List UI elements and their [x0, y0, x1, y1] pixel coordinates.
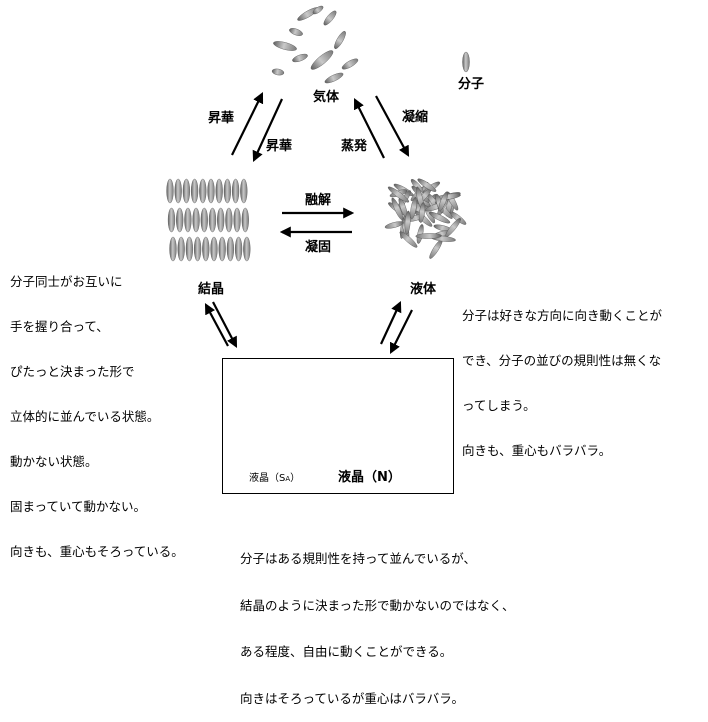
crystal-molecule [200, 207, 208, 233]
crystal-molecule [177, 236, 185, 262]
crystal-molecule [235, 236, 243, 262]
crystal-molecule [167, 207, 176, 233]
crystal-molecule [207, 178, 215, 204]
label-gas: 気体 [313, 90, 340, 105]
liquid-molecule [404, 210, 411, 235]
label-lc-nematic: 液晶（N） [338, 470, 401, 485]
crystal-molecules-cluster [166, 178, 251, 262]
label-melting: 融解 [305, 193, 332, 208]
crystal-molecule [194, 236, 202, 262]
crystal-molecule [184, 207, 192, 233]
arrow-lc-to-liquid [380, 301, 402, 345]
gas-molecule [310, 50, 334, 70]
gas-molecules-cluster [271, 5, 359, 84]
crystal-molecule [233, 207, 241, 233]
crystal-molecule [185, 236, 194, 262]
crystal-molecule [223, 178, 232, 204]
liquid-molecule [438, 191, 448, 212]
gas-molecule [271, 68, 285, 76]
arrow-evaporation [354, 98, 385, 159]
liquid-molecule [418, 202, 426, 223]
gas-molecule [324, 72, 344, 84]
label-liquid: 液体 [410, 282, 437, 297]
liquid-molecule [399, 231, 418, 248]
arrow-lc-to-crystal [204, 303, 229, 347]
arrow-crystal-to-lc [212, 301, 238, 348]
liquid-crystal-panel [222, 358, 454, 494]
crystal-molecule [241, 207, 249, 233]
gas-molecule [273, 41, 297, 51]
crystal-molecule [174, 178, 182, 204]
liquid-crystal-description: 分子はある規則性を持って並んでいるが、 結晶のように決まった形で動かないのではな… [240, 551, 515, 706]
molecule-legend-icon [462, 51, 470, 73]
liquid-molecules-cluster [384, 178, 467, 259]
crystal-molecule [243, 236, 251, 262]
crystal-molecule [217, 207, 225, 233]
crystal-molecule [182, 178, 191, 204]
label-evaporation: 蒸発 [341, 139, 368, 154]
liquid-molecule [415, 233, 442, 239]
crystal-molecule [218, 236, 226, 262]
crystal-molecule [225, 207, 233, 233]
crystal-molecule [202, 236, 210, 262]
arrow-sublimation-up [231, 92, 264, 156]
label-condensation: 凝縮 [402, 110, 429, 125]
crystal-molecule [240, 178, 248, 204]
gas-molecule [289, 28, 303, 36]
liquid-molecule [384, 221, 404, 229]
label-crystal: 結晶 [198, 282, 225, 297]
label-solidification: 凝固 [305, 240, 332, 255]
gas-molecule [292, 53, 308, 63]
crystal-molecule [169, 236, 177, 262]
crystal-description: 分子同士がお互いに 手を握り合って、 ぴたっと決まった形で 立体的に並んでいる状… [10, 274, 184, 559]
liquid-molecule [428, 211, 451, 224]
crystal-molecule [192, 207, 200, 233]
crystal-molecule [199, 178, 207, 204]
gas-molecule [341, 58, 359, 70]
liquid-molecule [391, 197, 404, 221]
crystal-molecule [210, 236, 218, 262]
crystal-molecule [226, 236, 235, 262]
liquid-molecule [410, 197, 418, 220]
crystal-molecule [208, 207, 217, 233]
crystal-molecule [215, 178, 223, 204]
gas-molecule [312, 5, 324, 15]
crystal-molecule [176, 207, 184, 233]
crystal-molecule [191, 178, 199, 204]
molecule-legend-icon [462, 51, 470, 73]
gas-molecule [334, 31, 346, 49]
arrow-sublimation-down [252, 98, 283, 162]
arrow-liquid-to-lc [390, 309, 413, 354]
liquid-molecule [429, 239, 443, 259]
liquid-molecule [417, 178, 437, 192]
gas-molecule [323, 10, 337, 26]
liquid-molecule [387, 186, 410, 203]
label-lc-smectic-a: 液晶（SA） [249, 473, 301, 484]
liquid-description: 分子は好きな方向に向き動くことが でき、分子の並びの規則性は無くな ってしまう。… [462, 308, 663, 458]
label-sublimation-right: 昇華 [266, 139, 293, 154]
arrow-condensation [375, 95, 410, 157]
crystal-molecule [232, 178, 240, 204]
label-sublimation-left: 昇華 [208, 111, 235, 126]
crystal-molecule [166, 178, 174, 204]
label-molecule: 分子 [458, 77, 485, 92]
